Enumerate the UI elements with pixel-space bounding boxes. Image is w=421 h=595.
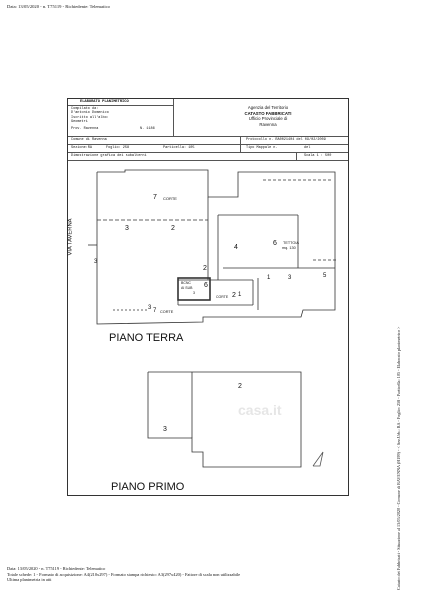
scale-value: Scala 1 : 500 <box>304 154 332 158</box>
area-label-3-left: 3 <box>125 225 129 232</box>
street-label: VIA TAVERNA <box>67 218 74 256</box>
province-label: Prov. Ravenna <box>71 127 99 131</box>
foglio-value: Foglio: 258 <box>106 146 130 150</box>
register-number: N. 1186 <box>140 127 155 131</box>
area-label-corte-top: CORTE <box>163 196 177 201</box>
ground-floor-title: PIANO TERRA <box>109 332 184 344</box>
first-floor-outline <box>147 371 302 468</box>
shared-sub-label-a: BCNC <box>181 281 191 285</box>
demonstration-label: Dimostrazione grafica dei subalterni <box>71 154 147 158</box>
tipo-mappale-label: Tipo Mappale n. <box>246 146 278 150</box>
agency-line-3: Ufficio Provinciale di <box>248 116 288 122</box>
area-label-7-top: 7 <box>153 194 157 201</box>
compiler-name: D'antonio Domenico <box>71 111 109 115</box>
canopy-area: mq. 130 <box>282 246 296 250</box>
side-cadastral-note: Catasto dei Fabbricati - Situazione al 1… <box>396 326 401 590</box>
agency-block: Agenzia del Territorio CATASTO FABBRICAT… <box>218 105 318 127</box>
area-label-2-top: 2 <box>171 225 175 232</box>
request-header: Data: 13/05/2020 - n. T75119 - Richieden… <box>7 4 110 9</box>
agency-line-2: CATASTO FABBRICATI <box>244 110 292 116</box>
area-label-corte-bottom: CORTE <box>160 310 174 314</box>
protocol-value: Protocollo n. RA0021404 del 09/02/2009 <box>246 138 326 142</box>
upper-area-2: 2 <box>238 383 242 390</box>
area-label-3-right: 3 <box>288 275 292 281</box>
shared-sub-box <box>177 277 211 301</box>
footer-line-2: Totale schede: 1 - Formato di acquisizio… <box>7 571 241 577</box>
area-label-7-bottom: 7 <box>153 308 157 314</box>
canopy-label: TETTOIA <box>283 241 299 245</box>
shared-sub-corte: CORTE <box>216 295 229 299</box>
section-value: Sezione:RA <box>71 146 93 150</box>
floor-plan-drawing <box>88 169 338 468</box>
compiled-by-label: Compilato da: <box>71 107 99 111</box>
shared-sub-label-c: 3 <box>193 291 195 295</box>
footer-line-3: Ultima planimetria in atti <box>7 577 52 583</box>
agency-line-1: Agenzia del Territorio <box>247 105 289 110</box>
profession-value: Geometri <box>71 120 88 124</box>
watermark-logo: casa.it <box>238 402 282 418</box>
first-floor-title: PIANO PRIMO <box>111 481 185 493</box>
north-arrow-icon <box>312 451 324 467</box>
title-box-label: ELABORATO PLANIMETRICO <box>80 100 129 104</box>
area-label-1-small: 1 <box>238 292 242 298</box>
compiler-box: ELABORATO PLANIMETRICO Compilato da: D'a… <box>68 99 174 137</box>
shared-sub-label-b: AI SUB <box>181 286 193 290</box>
area-label-2-mid: 2 <box>203 265 207 272</box>
upper-area-3: 3 <box>163 426 167 433</box>
plan-sheet: ELABORATO PLANIMETRICO Compilato da: D'a… <box>67 98 349 496</box>
area-label-2-small: 2 <box>232 292 236 299</box>
agency-line-4: Ravenna <box>259 121 277 127</box>
tipo-del-label: del <box>304 146 311 150</box>
comune-value: Comune di Ravenna <box>71 138 107 142</box>
area-label-3-far-left: 3 <box>94 259 98 265</box>
ground-floor-outline <box>96 169 336 325</box>
footer-notes: Data: 13/05/2020 - n. T75119 - Richieden… <box>7 566 240 583</box>
area-label-4: 4 <box>234 244 238 251</box>
area-label-6-right: 6 <box>273 240 277 247</box>
area-label-1-right: 1 <box>267 275 271 281</box>
footer-line-1: Data: 13/05/2020 - n. T75119 - Richieden… <box>7 566 106 571</box>
particella-value: Particella: 105 <box>163 146 195 150</box>
area-label-5: 5 <box>323 273 327 279</box>
area-label-3-bottom: 3 <box>148 305 152 311</box>
registered-label: Iscritto all'albo: <box>71 116 109 120</box>
area-label-6-mid: 6 <box>204 282 208 289</box>
